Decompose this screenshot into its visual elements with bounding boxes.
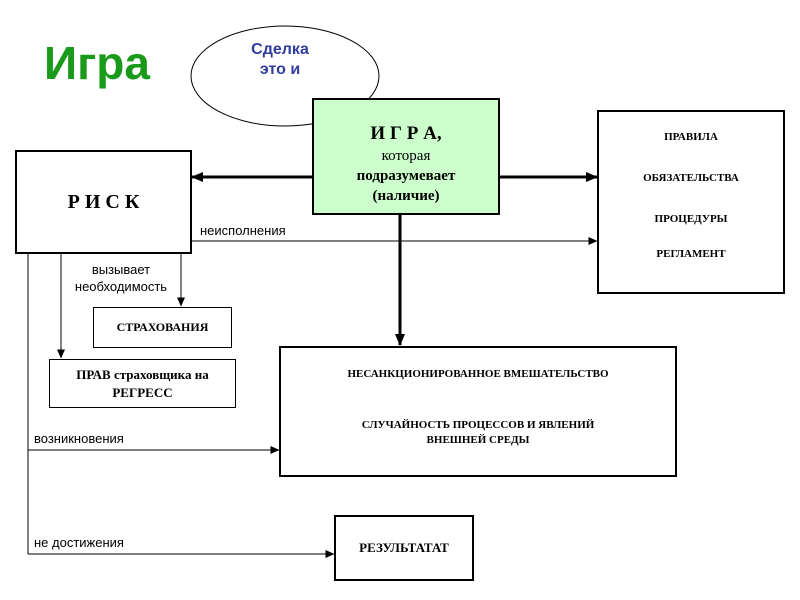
page-title: Игра — [44, 37, 150, 89]
label-nonachievement: не достижения — [34, 535, 124, 550]
rules-item-4: РЕГЛАМЕНТ — [656, 248, 726, 260]
result-box: РЕЗУЛЬТАТАТ — [334, 515, 474, 581]
center-line-2: которая — [381, 148, 431, 164]
label-nonfulfillment: неисполнения — [200, 223, 286, 238]
regress-box: ПРАВ страховщика на РЕГРЕСС — [49, 359, 236, 408]
center-game-box: И Г Р А, которая подразумевает (наличие) — [312, 98, 500, 215]
rules-item-1: ПРАВИЛА — [664, 131, 718, 143]
rules-item-2: ОБЯЗАТЕЛЬСТВА — [643, 172, 739, 184]
interference-box: НЕСАНКЦИОНИРОВАННОЕ ВМЕШАТЕЛЬСТВО СЛУЧАЙ… — [279, 346, 677, 477]
oval-line-2: это и — [259, 61, 301, 78]
center-line-4: (наличие) — [372, 188, 440, 204]
rules-box: ПРАВИЛА ОБЯЗАТЕЛЬСТВА ПРОЦЕДУРЫ РЕГЛАМЕН… — [597, 110, 785, 294]
risk-label: Р И С К — [67, 191, 140, 213]
center-line-1: И Г Р А, — [370, 123, 442, 144]
oval-line-1: Сделка — [251, 41, 309, 58]
label-causes: вызывает необходимость — [68, 261, 174, 295]
label-causes-line-1: вызывает — [91, 262, 151, 277]
oval-label: Сделка это и — [230, 40, 330, 80]
interference-line-1: НЕСАНКЦИОНИРОВАННОЕ ВМЕШАТЕЛЬСТВО — [347, 368, 609, 380]
regress-line-2: РЕГРЕСС — [112, 385, 173, 400]
regress-line-1: ПРАВ страховщика на — [76, 367, 209, 382]
rules-item-3: ПРОЦЕДУРЫ — [654, 213, 728, 225]
label-causes-line-2: необходимость — [74, 279, 168, 294]
insurance-box: СТРАХОВАНИЯ — [93, 307, 232, 348]
label-occurrence: возникновения — [34, 431, 124, 446]
oval-shape — [190, 25, 380, 127]
insurance-label: СТРАХОВАНИЯ — [116, 320, 209, 334]
risk-box: Р И С К — [15, 150, 192, 254]
interference-line-3: ВНЕШНЕЙ СРЕДЫ — [426, 434, 530, 446]
interference-line-2: СЛУЧАЙНОСТЬ ПРОЦЕССОВ И ЯВЛЕНИЙ — [361, 419, 595, 431]
result-label: РЕЗУЛЬТАТАТ — [359, 540, 449, 555]
center-line-3: подразумевает — [356, 168, 456, 184]
